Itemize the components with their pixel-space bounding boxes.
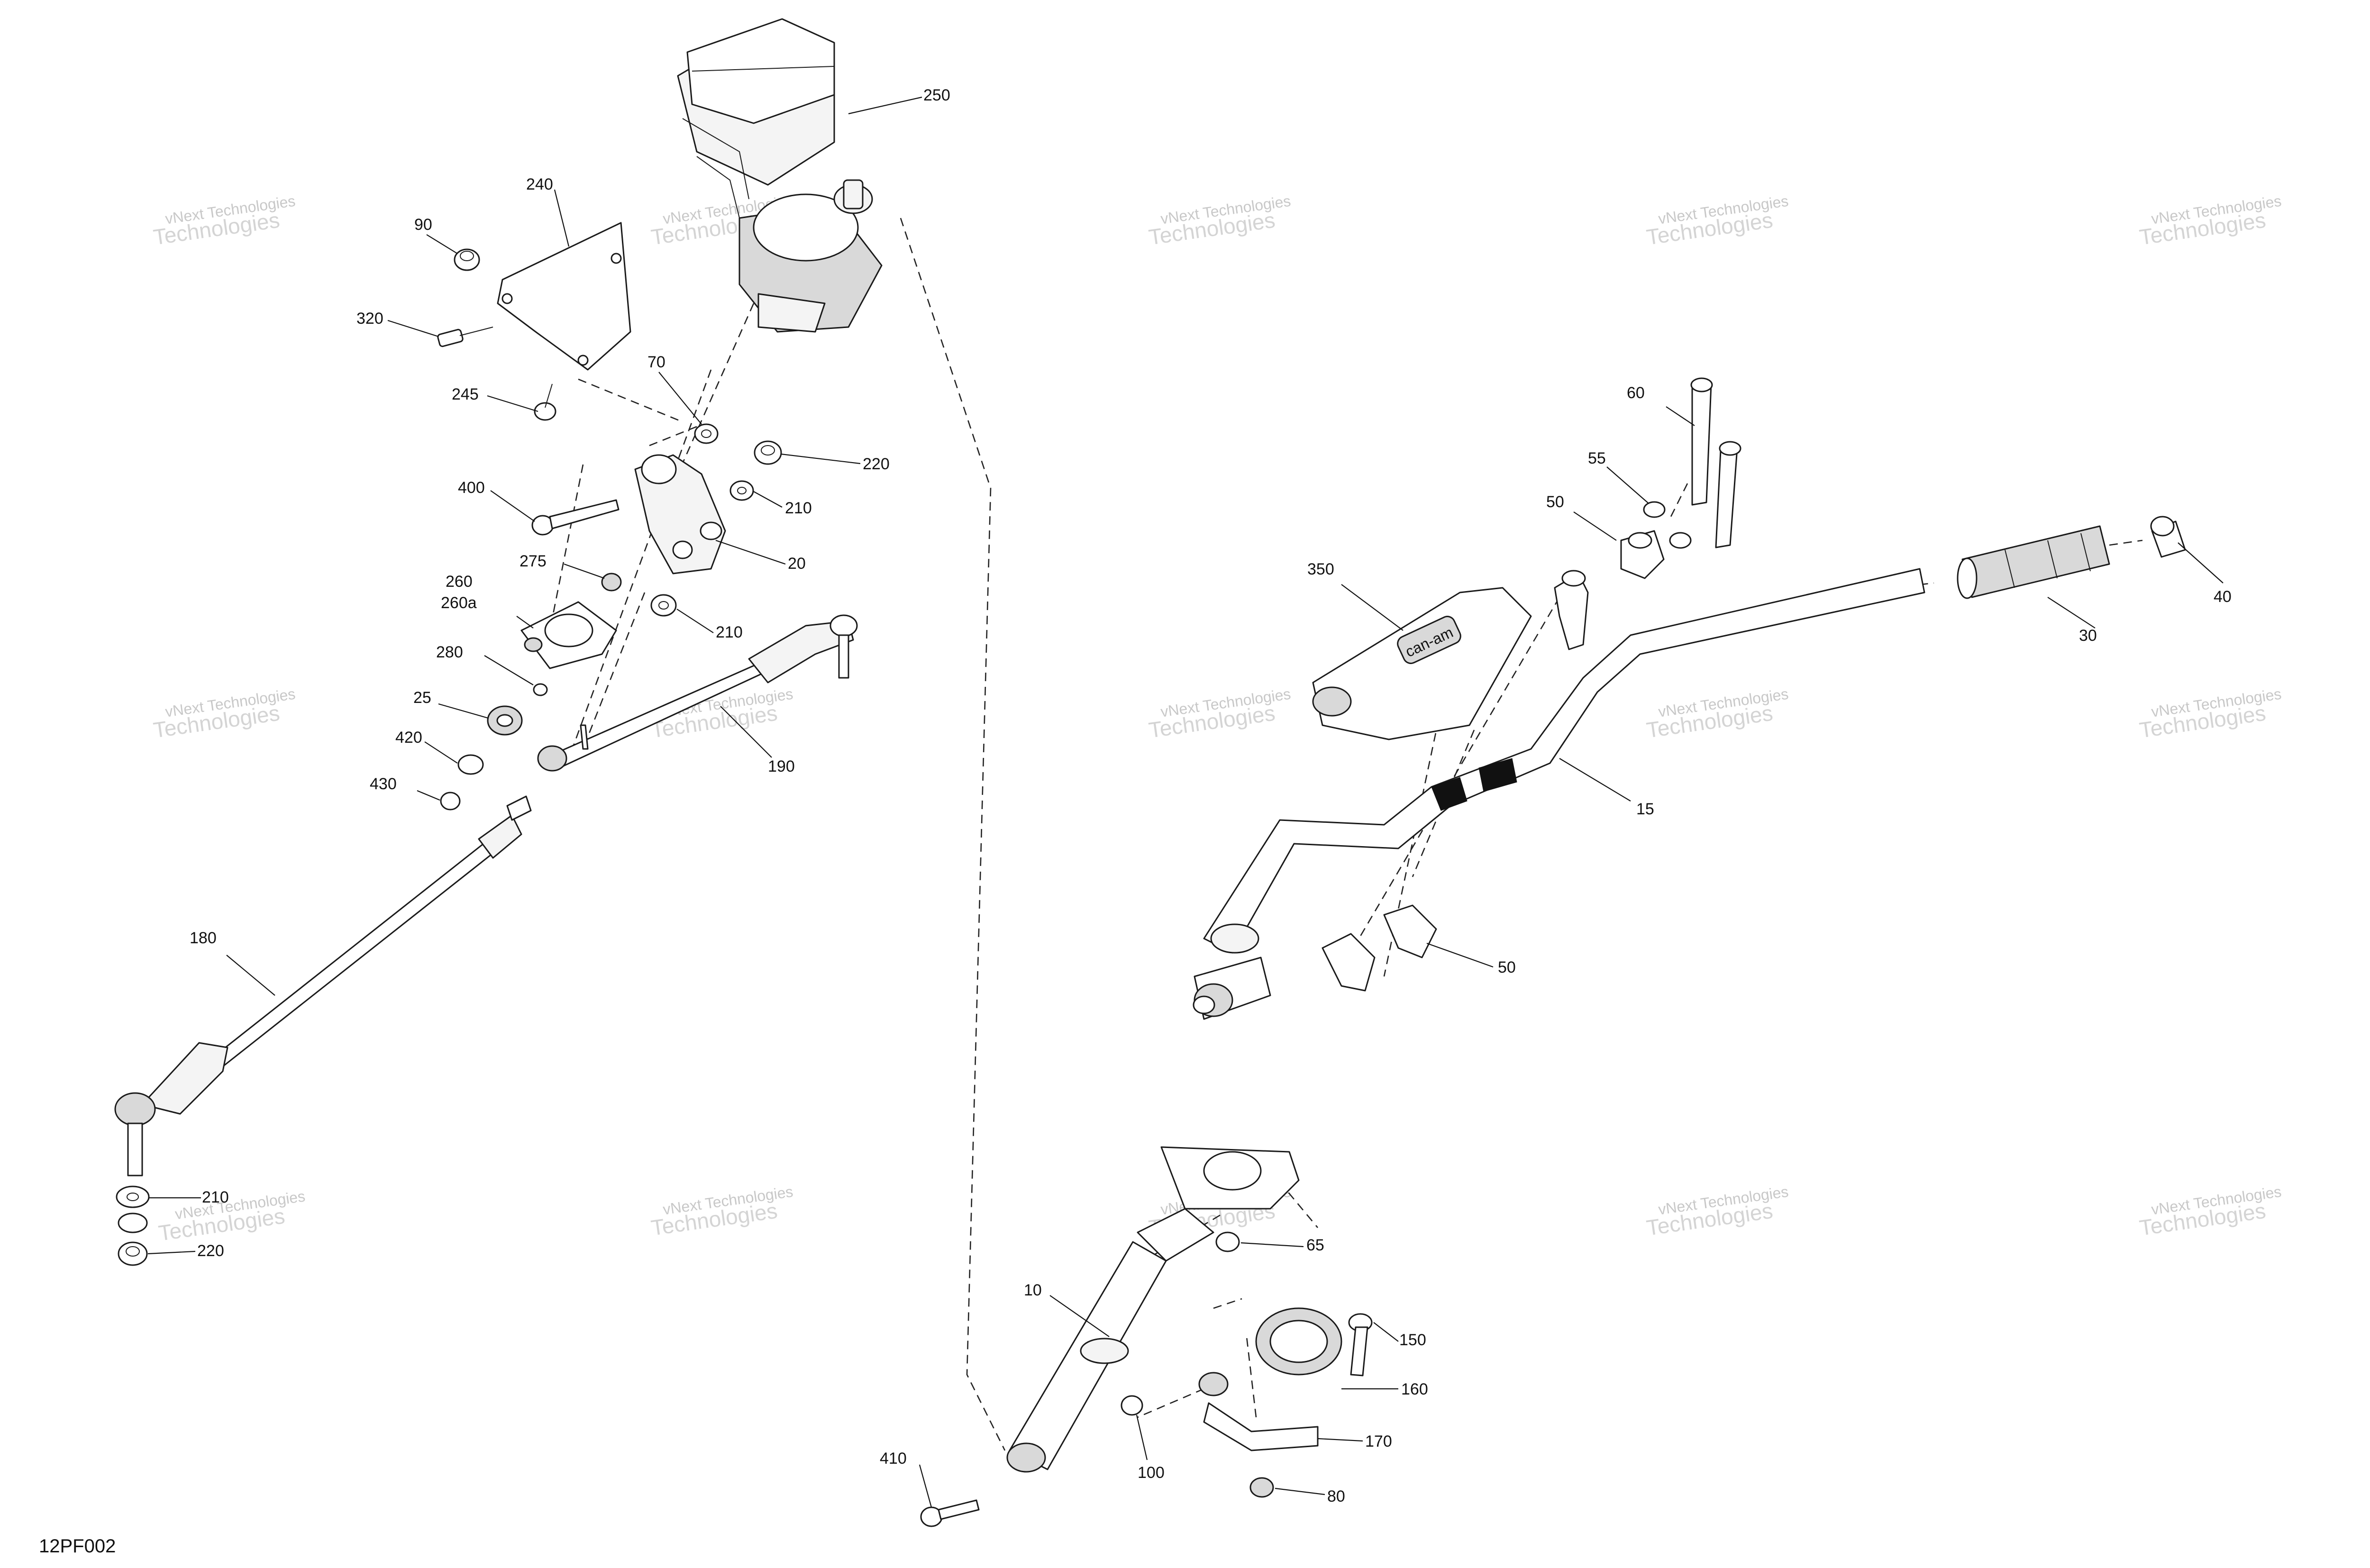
callout-420: 420 [395,729,422,747]
callout-260a: 260a [441,594,477,612]
callout-275: 275 [520,552,547,570]
end-cap-40[interactable] [2150,516,2186,558]
bolt-410[interactable] [920,1499,980,1527]
leader-lines [147,96,2224,1508]
callout-100: 100 [1138,1464,1165,1482]
nut-100[interactable] [1121,1395,1143,1416]
plate-260[interactable] [520,601,617,669]
nut-430[interactable] [440,792,461,811]
callout-160: 160 [1401,1380,1428,1398]
nut-65[interactable] [1215,1231,1240,1252]
tie-rod-190[interactable] [537,614,858,772]
bolt-320[interactable] [437,327,493,347]
callout-20: 20 [788,555,806,573]
callout-240: 240 [526,175,553,193]
nut-80[interactable] [1249,1477,1274,1498]
washer-70[interactable] [694,423,719,444]
tie-rod-180[interactable] [114,795,532,1176]
callout-80: 80 [1327,1487,1345,1505]
handlebar-pad-350[interactable]: can-am [1312,587,1532,740]
diagram-code: 12PF002 [39,1536,116,1557]
mounting-bracket[interactable] [497,222,631,371]
callout-260: 260 [446,573,473,591]
callout-280: 280 [436,643,463,661]
bolt-280[interactable] [533,683,548,696]
callout-190: 190 [768,757,795,775]
clamp-50-lower[interactable] [1322,904,1437,992]
callout-30: 30 [2079,627,2097,645]
callout-labels: 250 240 90 320 245 70 220 210 400 20 275… [39,86,2232,1557]
callout-210-bottom: 210 [202,1188,229,1206]
callout-210: 210 [785,499,812,517]
callout-250: 250 [923,86,950,104]
bolt-245[interactable] [534,383,556,421]
clamp-50-upper-left[interactable] [1554,570,1589,650]
callout-430: 430 [370,775,397,793]
callout-50-upper: 50 [1546,493,1564,511]
nut-90[interactable] [454,248,480,271]
callout-15: 15 [1636,800,1654,818]
callout-25: 25 [413,689,431,707]
callout-320: 320 [356,310,383,328]
power-steering-unit[interactable] [677,18,883,333]
callout-180: 180 [190,929,217,947]
callout-40: 40 [2214,588,2232,606]
callout-350: 350 [1307,560,1334,578]
pitman-arm[interactable] [634,454,726,574]
callout-220-bottom: 220 [197,1242,224,1260]
callout-65: 65 [1306,1236,1324,1254]
callout-220: 220 [863,455,890,473]
bolt-60[interactable] [1690,377,1741,548]
clamp-50-upper-right[interactable] [1620,530,1665,579]
washer-420[interactable] [457,754,484,775]
bolt-150[interactable] [1348,1313,1373,1377]
callout-50-lower: 50 [1498,958,1516,976]
bearing-bracket-170[interactable] [1198,1372,1319,1451]
callout-245: 245 [452,385,479,403]
washer-55[interactable] [1643,501,1692,549]
nut-275[interactable] [601,573,622,592]
nut-220-top[interactable] [754,440,782,465]
bearing-160[interactable] [1255,1307,1342,1376]
steering-column-10[interactable] [1006,1146,1300,1473]
bolt-400[interactable] [531,499,620,536]
washer-210-mid[interactable] [650,594,677,617]
callout-90: 90 [414,216,432,234]
nut-220-bottom[interactable] [118,1241,148,1266]
callout-400: 400 [458,479,485,497]
callout-10: 10 [1024,1281,1042,1299]
washer-210-top[interactable] [729,480,754,501]
callout-170: 170 [1365,1432,1392,1450]
callout-70: 70 [647,353,665,371]
grip-30[interactable] [1957,525,2110,599]
callout-55: 55 [1588,449,1606,467]
callout-150: 150 [1399,1331,1426,1349]
callout-60: 60 [1627,384,1645,402]
bearing-25[interactable] [487,705,523,736]
washer-210-bottom[interactable] [116,1185,150,1208]
washer-210-bottom-2[interactable] [118,1212,148,1233]
callout-210-mid: 210 [716,623,743,641]
handlebar-15[interactable] [1193,568,1925,1020]
callout-410: 410 [880,1449,907,1468]
